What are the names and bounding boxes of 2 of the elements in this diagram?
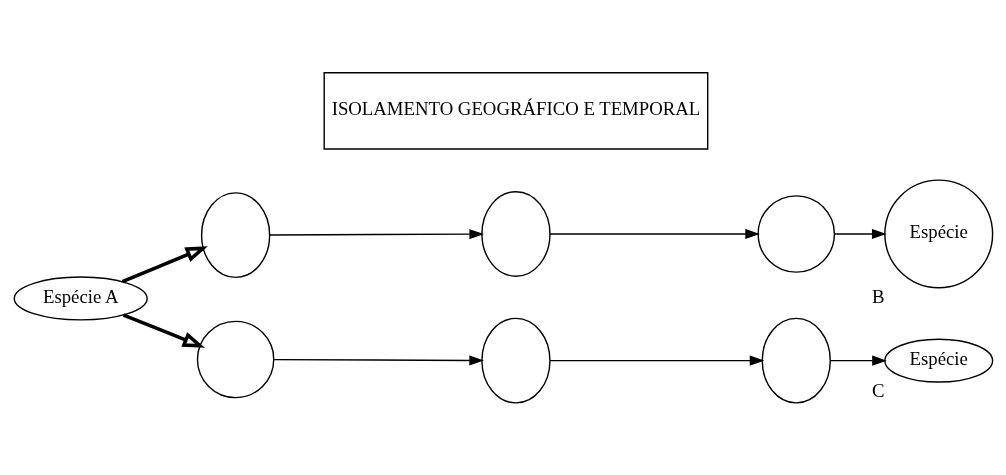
node-label: C [871,379,885,401]
node-label: B [871,285,885,307]
